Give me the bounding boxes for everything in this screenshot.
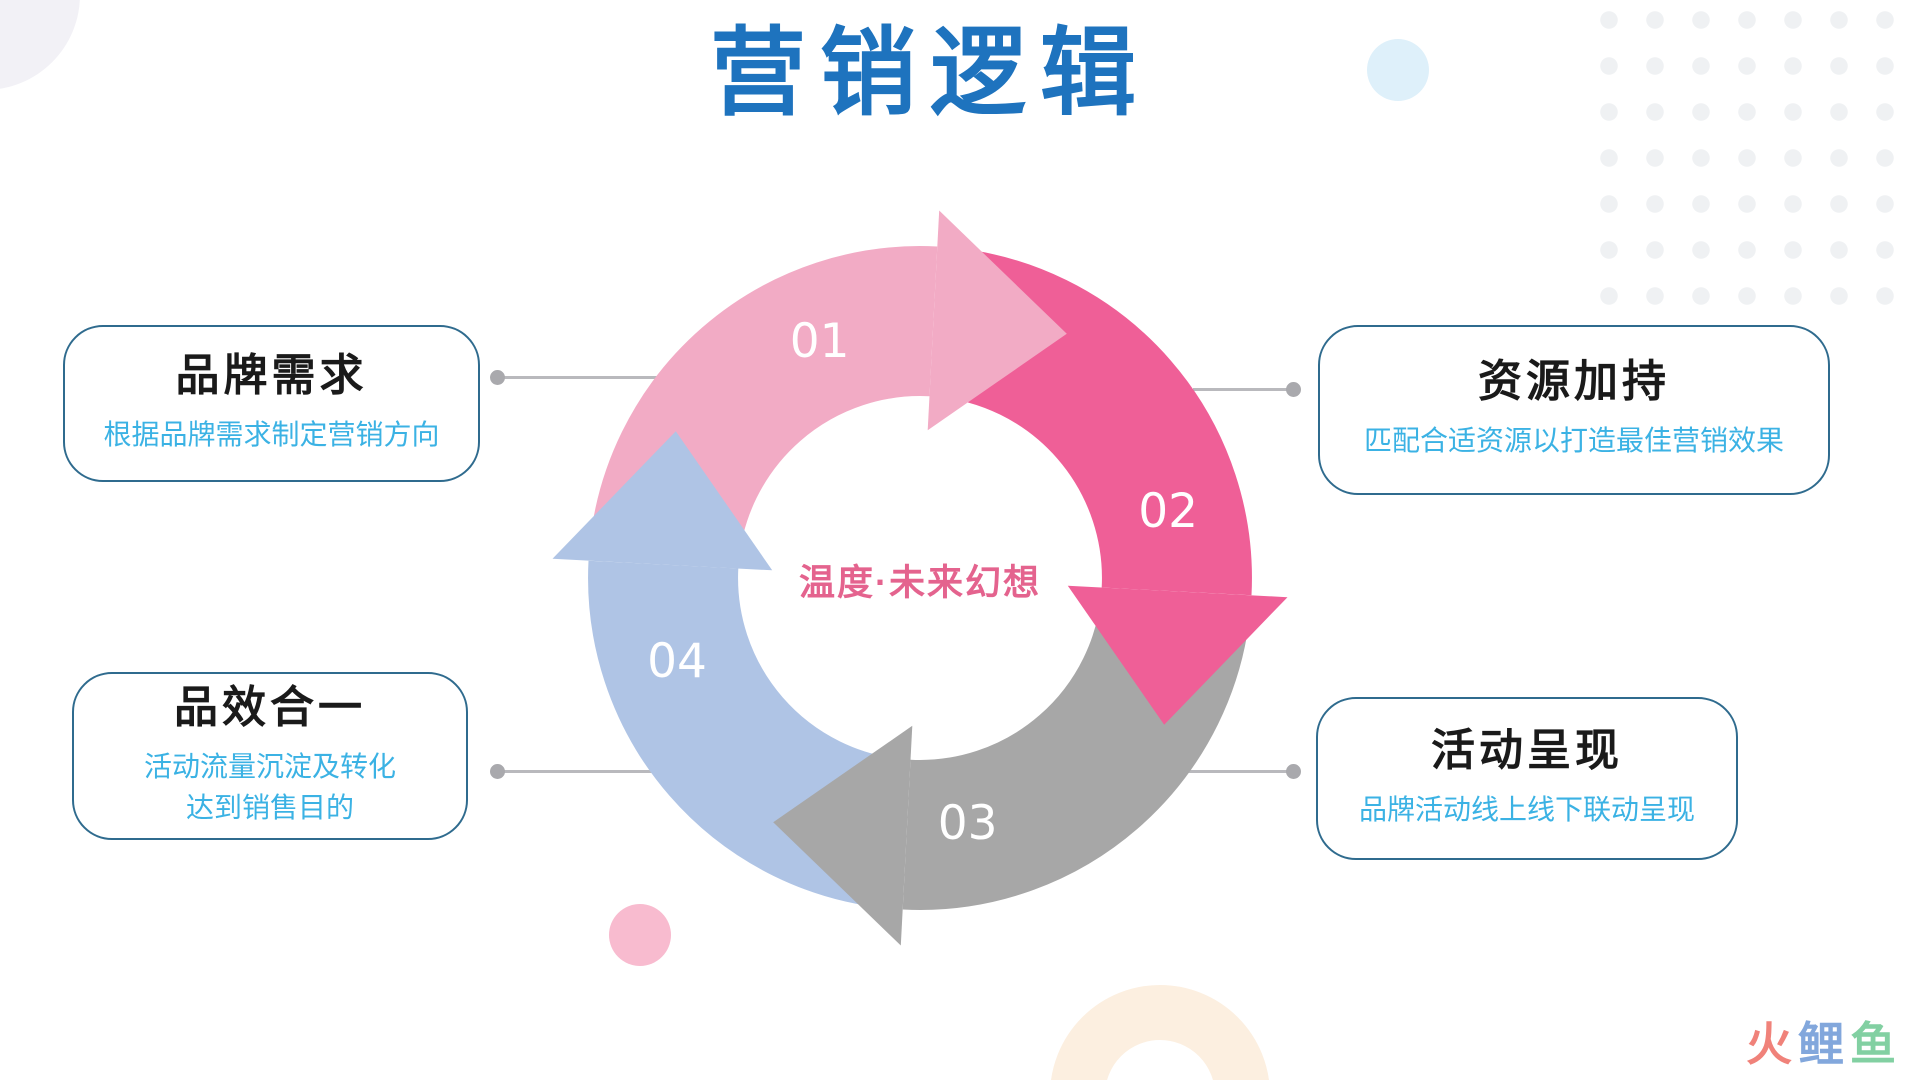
step-number-1: 01 bbox=[790, 314, 850, 369]
info-box-brand-effect: 品效合一 活动流量沉淀及转化达到销售目的 bbox=[72, 672, 468, 840]
info-box-brand-demand: 品牌需求 根据品牌需求制定营销方向 bbox=[63, 325, 480, 482]
connector-event-presentation bbox=[1170, 764, 1301, 779]
connector-dot bbox=[1286, 764, 1301, 779]
blue-circle-decoration bbox=[1367, 39, 1429, 101]
step-number-2: 02 bbox=[1138, 484, 1198, 539]
arrowhead-step-4 bbox=[552, 431, 773, 571]
info-box-event-presentation: 活动呈现 品牌活动线上线下联动呈现 bbox=[1316, 697, 1738, 860]
step-number-3: 03 bbox=[938, 796, 998, 851]
dot-grid-decoration bbox=[1586, 0, 1908, 319]
cycle-diagram: 01 02 03 04 温度·未来幻想 bbox=[552, 210, 1288, 946]
info-box-heading: 品牌需求 bbox=[175, 350, 368, 400]
connector-brand-demand bbox=[490, 370, 664, 385]
page-title: 营销逻辑 bbox=[710, 20, 1150, 127]
connector-resource-support bbox=[1193, 382, 1301, 397]
info-box-heading: 活动呈现 bbox=[1431, 725, 1623, 775]
corner-circle-decoration bbox=[0, 0, 80, 90]
info-box-resource-support: 资源加持 匹配合适资源以打造最佳营销效果 bbox=[1318, 325, 1830, 495]
connector-dot bbox=[490, 370, 505, 385]
cycle-center-label: 温度·未来幻想 bbox=[799, 562, 1041, 603]
info-box-description: 根据品牌需求制定营销方向 bbox=[103, 418, 440, 450]
connector-dot bbox=[490, 764, 505, 779]
arrowhead-step-3 bbox=[773, 725, 913, 946]
watermark-logo: 火鲤鱼 bbox=[1746, 1008, 1902, 1074]
info-box-description: 品牌活动线上线下联动呈现 bbox=[1358, 793, 1695, 825]
watermark-char: 火 bbox=[1746, 1018, 1798, 1070]
cream-ring-decoration bbox=[1050, 985, 1270, 1080]
info-box-description: 匹配合适资源以打造最佳营销效果 bbox=[1363, 425, 1784, 457]
connector-dot bbox=[1286, 382, 1301, 397]
watermark-char: 鱼 bbox=[1850, 1018, 1902, 1070]
watermark-char: 鲤 bbox=[1798, 1018, 1850, 1070]
step-number-4: 04 bbox=[647, 634, 707, 689]
info-box-description: 活动流量沉淀及转化达到销售目的 bbox=[143, 751, 396, 823]
info-box-heading: 品效合一 bbox=[174, 682, 366, 732]
arrowhead-step-1 bbox=[927, 210, 1067, 431]
pink-circle-decoration bbox=[609, 904, 671, 966]
connector-brand-effect bbox=[490, 764, 657, 779]
info-box-heading: 资源加持 bbox=[1478, 357, 1670, 406]
arrowhead-step-2 bbox=[1067, 585, 1288, 725]
